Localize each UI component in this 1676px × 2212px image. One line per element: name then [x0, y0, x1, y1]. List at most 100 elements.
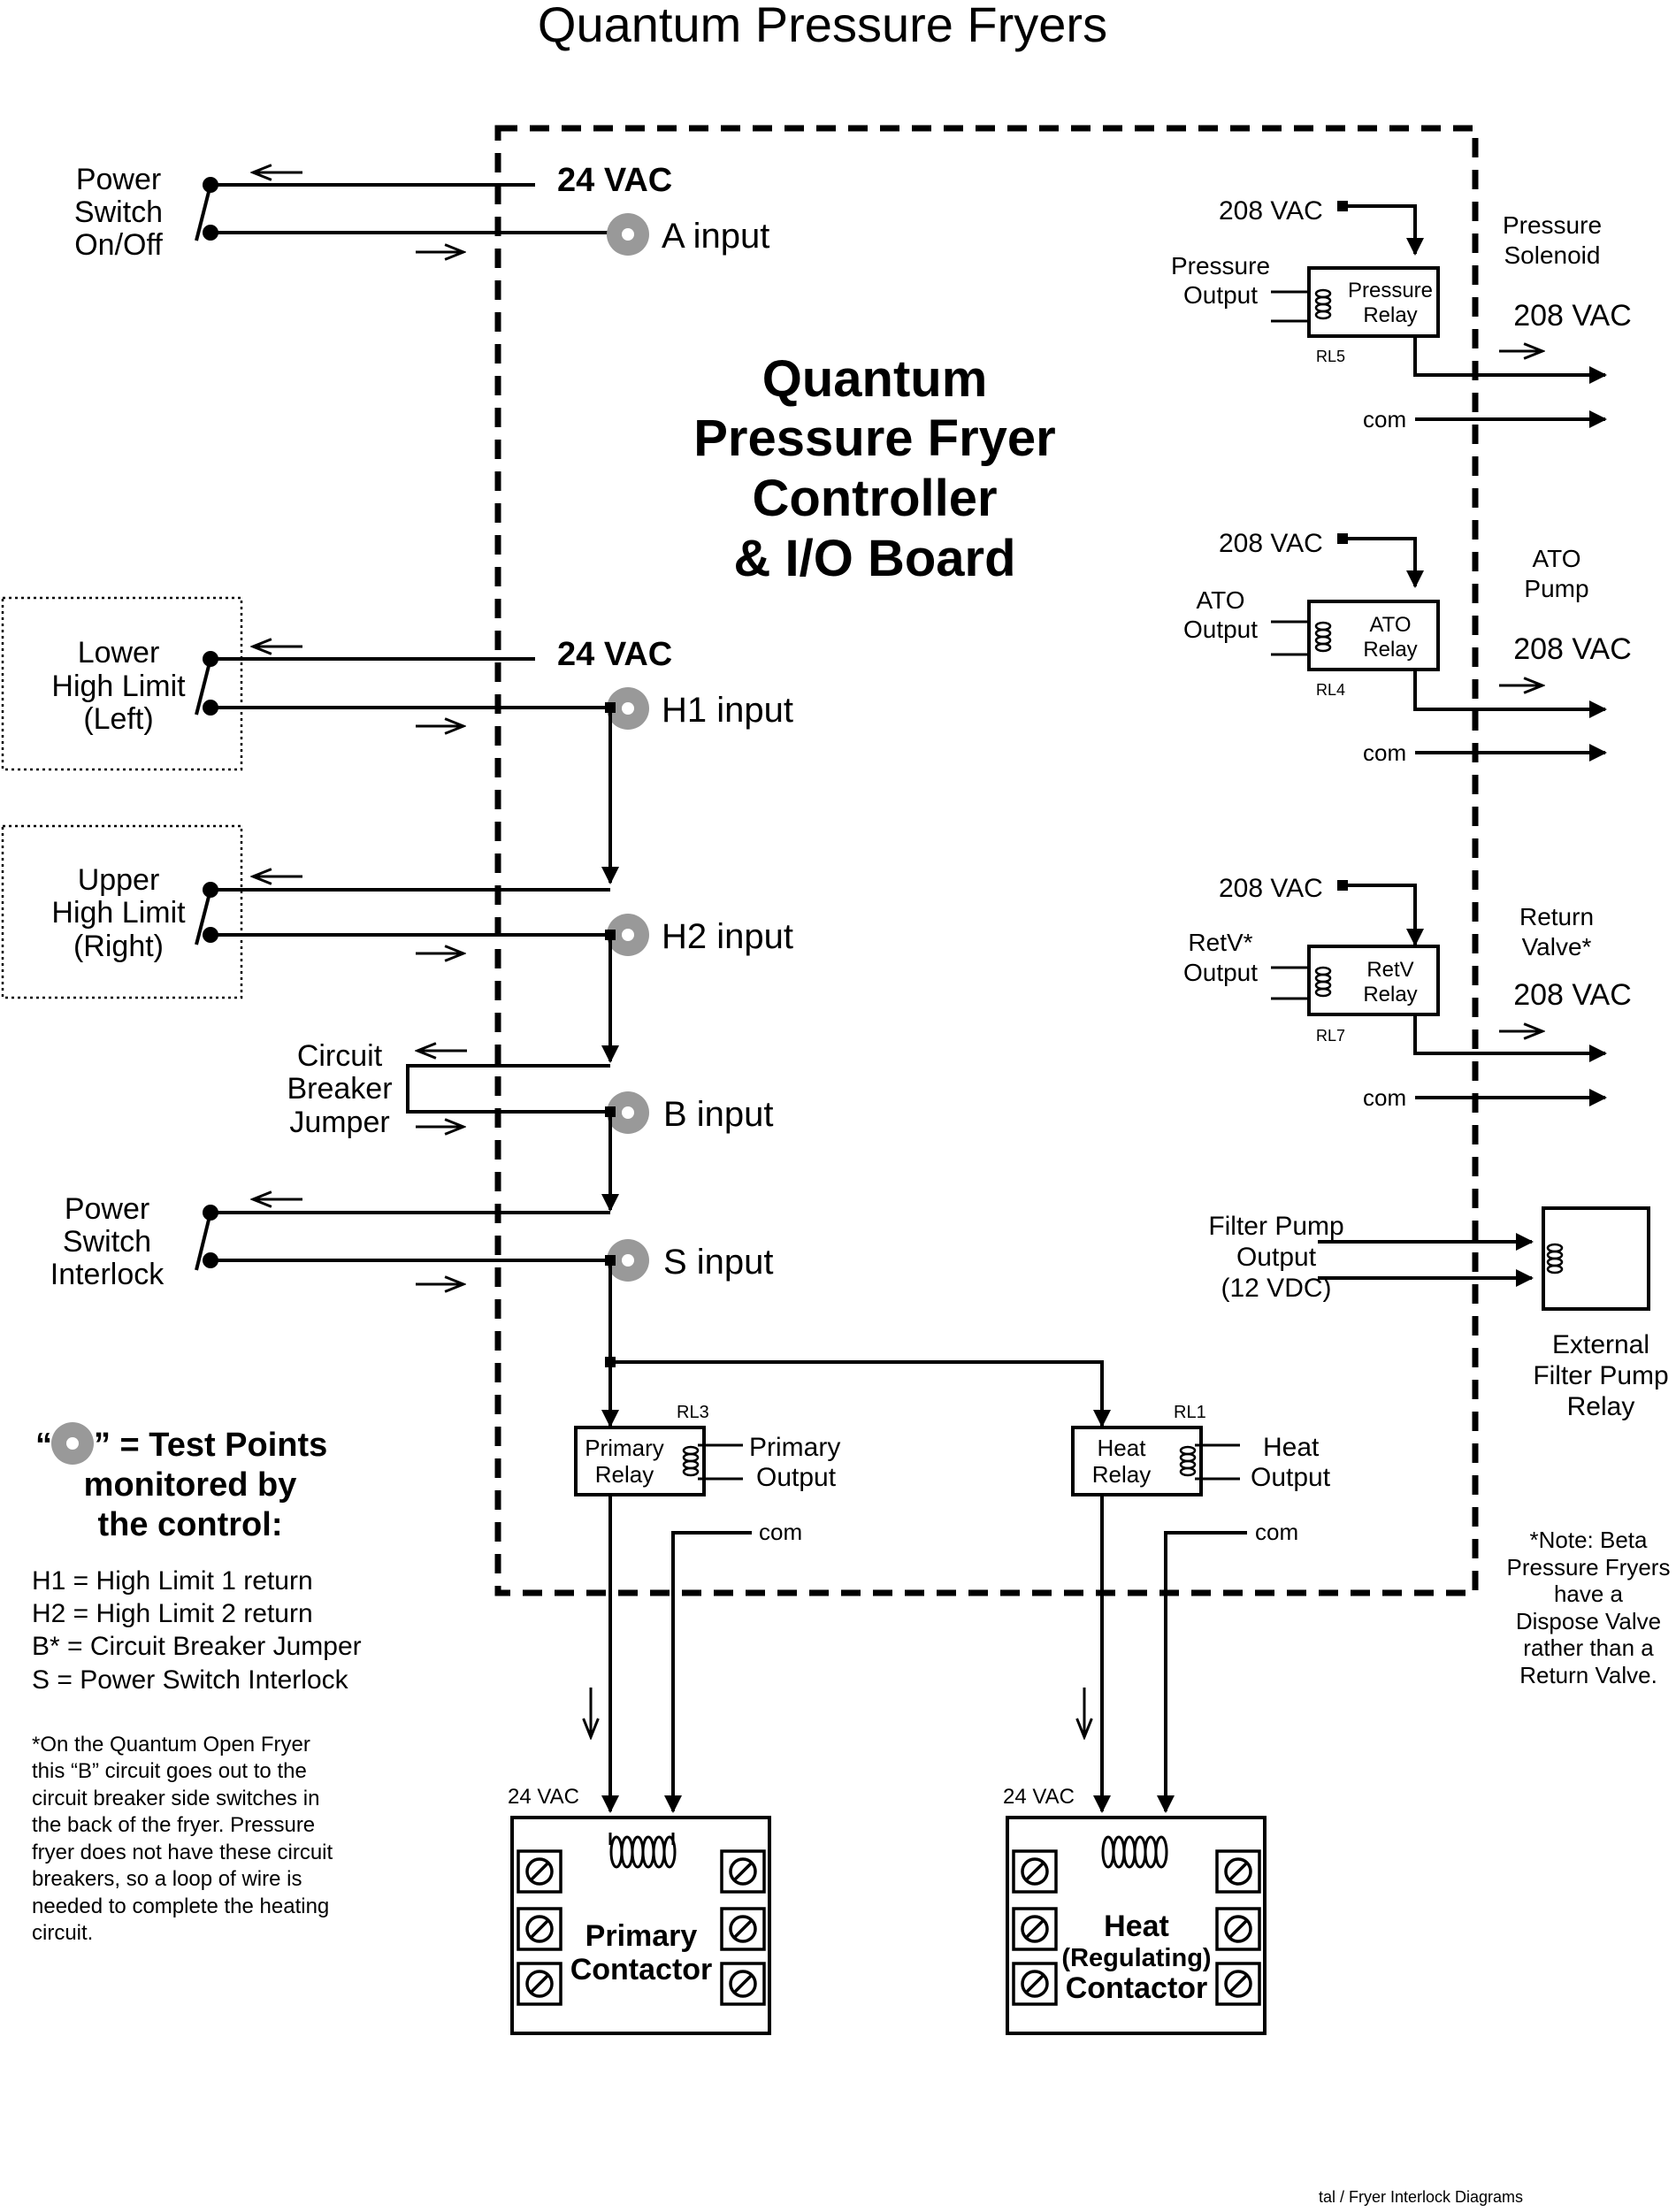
primary-contactor: 24 VAC Primary Contactor: [508, 1785, 771, 2035]
legend-item-h2: H2 = High Limit 2 return: [32, 1599, 313, 1628]
pressure-output-label-2: Output: [1183, 281, 1258, 309]
beta-note-line-3: have a: [1554, 1581, 1624, 1607]
s-input-label: S input: [663, 1243, 774, 1282]
controller-title-line-1: Quantum: [762, 350, 988, 408]
open-fryer-note-line-3: circuit breaker side switches in: [32, 1787, 319, 1810]
retv-relay-label-2: Relay: [1363, 983, 1417, 1006]
external-relay-label-1: External: [1552, 1330, 1649, 1359]
controller-title-line-2: Pressure Fryer: [693, 409, 1055, 467]
retv-output-label-1: RetV*: [1188, 929, 1252, 956]
legend-item-s: S = Power Switch Interlock: [32, 1665, 349, 1695]
controller-title: Quantum Pressure Fryer Controller & I/O …: [693, 350, 1055, 587]
cb-jumper-label-2: Breaker: [287, 1072, 392, 1106]
retv-output-label-2: Output: [1183, 959, 1258, 986]
filter-pump-label-2: Output: [1236, 1243, 1317, 1272]
ato-load-label-1: ATO: [1533, 545, 1581, 572]
retv-relay-label-1: RetV: [1366, 958, 1413, 982]
ato-relay-label-2: Relay: [1363, 638, 1417, 662]
retv-load-vac: 208 VAC: [1513, 978, 1632, 1012]
beta-note-line-2: Pressure Fryers: [1507, 1554, 1671, 1581]
heat-contactor: 24 VAC Heat (Regulating) Contactor: [1003, 1785, 1267, 2035]
primary-com-label: com: [759, 1519, 802, 1545]
heat-com-label: com: [1255, 1519, 1298, 1545]
vac24-mid-label: 24 VAC: [557, 636, 672, 673]
legend-test-points-line-2: monitored by: [84, 1466, 297, 1504]
test-point-legend: “ ” = Test Points monitored by the contr…: [32, 1422, 362, 1695]
open-fryer-note-line-6: breakers, so a loop of wire is: [32, 1867, 302, 1891]
heat-output-label-1: Heat: [1263, 1433, 1320, 1462]
lower-high-limit-label-3: (Left): [83, 702, 153, 736]
heat-relay: Heat Relay RL1 Heat Output com: [1071, 1403, 1331, 1545]
open-fryer-note-line-5: fryer does not have these circuit: [32, 1841, 333, 1864]
ato-load-label-2: Pump: [1524, 575, 1588, 602]
beta-note-line-1: *Note: Beta: [1530, 1527, 1649, 1553]
power-switch-on-off: Power Switch On/Off 24 VAC A input: [74, 162, 769, 262]
heat-relay-label-2: Relay: [1092, 1461, 1151, 1488]
pressure-relay-label-1: Pressure: [1348, 279, 1433, 302]
legend-item-b: B* = Circuit Breaker Jumper: [32, 1632, 362, 1661]
beta-note-line-6: Return Valve.: [1519, 1662, 1657, 1688]
pressure-relay: 208 VAC Pressure Output Pressure Relay R…: [1171, 196, 1632, 432]
heat-relay-id: RL1: [1174, 1403, 1206, 1422]
cb-jumper-label-1: Circuit: [297, 1039, 383, 1073]
ato-load-vac: 208 VAC: [1513, 632, 1632, 666]
external-relay-label-2: Filter Pump: [1533, 1361, 1668, 1390]
retv-relay: 208 VAC RetV* Output RetV Relay RL7 com …: [1183, 874, 1632, 1111]
lower-high-limit-switch: Lower High Limit (Left) 24 VAC H1 input: [1, 596, 793, 771]
primary-contactor-label-1: Primary: [585, 1919, 698, 1953]
retv-load-label-1: Return: [1519, 903, 1594, 930]
power-switch-label-1: Power: [76, 163, 161, 196]
pressure-output-label-1: Pressure: [1171, 252, 1270, 279]
b-input-label: B input: [663, 1095, 774, 1134]
ato-supply-label: 208 VAC: [1219, 529, 1323, 558]
heat-contactor-label-1: Heat: [1104, 1910, 1169, 1943]
circuit-breaker-jumper: Circuit Breaker Jumper B input: [287, 1039, 773, 1139]
lower-high-limit-label-2: High Limit: [51, 670, 186, 703]
vac24-top-label: 24 VAC: [557, 162, 672, 199]
upper-high-limit-label-2: High Limit: [51, 896, 186, 930]
open-fryer-note-line-4: the back of the fryer. Pressure: [32, 1813, 315, 1837]
heat-contactor-label-3: Contactor: [1066, 1971, 1208, 2005]
interlock-label-3: Interlock: [50, 1258, 165, 1291]
lower-high-limit-label-1: Lower: [78, 636, 160, 670]
heat-output-label-2: Output: [1251, 1463, 1331, 1492]
controller-title-line-4: & I/O Board: [733, 530, 1015, 587]
open-fryer-note-line-2: this “B” circuit goes out to the: [32, 1759, 307, 1783]
ato-com-label: com: [1363, 739, 1406, 766]
retv-com-label: com: [1363, 1084, 1406, 1111]
external-relay-label-3: Relay: [1567, 1392, 1635, 1421]
legend-test-points-line-1: ” = Test Points: [94, 1427, 327, 1464]
open-fryer-note-line-1: *On the Quantum Open Fryer: [32, 1733, 310, 1757]
beta-note-line-5: rather than a: [1523, 1634, 1654, 1661]
primary-contactor-supply: 24 VAC: [508, 1785, 579, 1809]
ato-relay-label-1: ATO: [1369, 613, 1411, 637]
filter-pump-output: Filter Pump Output (12 VDC) External Fil…: [1208, 1206, 1669, 1421]
pressure-com-label: com: [1363, 406, 1406, 432]
legend-test-points-line-3: the control:: [98, 1506, 283, 1543]
power-switch-label-2: Switch: [74, 195, 163, 229]
primary-contactor-label-2: Contactor: [570, 1953, 713, 1986]
upper-high-limit-label-1: Upper: [78, 863, 160, 897]
legend-item-h1: H1 = High Limit 1 return: [32, 1566, 313, 1596]
ato-relay: 208 VAC ATO Output ATO Relay RL4 com ATO…: [1183, 529, 1632, 766]
open-fryer-note-line-7: needed to complete the heating: [32, 1894, 329, 1918]
pressure-load-vac: 208 VAC: [1513, 299, 1632, 333]
open-fryer-note-line-8: circuit.: [32, 1921, 93, 1945]
heat-relay-label-1: Heat: [1098, 1435, 1147, 1461]
primary-output-label-1: Primary: [749, 1433, 840, 1462]
power-switch-label-3: On/Off: [74, 228, 163, 262]
primary-relay-label-2: Relay: [595, 1461, 654, 1488]
page-title: Quantum Pressure Fryers: [538, 0, 1107, 52]
cb-jumper-label-3: Jumper: [289, 1106, 389, 1139]
test-point-a: [607, 213, 649, 256]
legend-open-quote: “: [35, 1427, 52, 1464]
legend-test-point-icon: [51, 1422, 94, 1465]
heat-contactor-supply: 24 VAC: [1003, 1785, 1075, 1809]
heat-contactor-label-2: (Regulating): [1061, 1944, 1211, 1972]
ato-output-label-1: ATO: [1197, 586, 1245, 614]
primary-relay-label-1: Primary: [585, 1435, 664, 1461]
retv-relay-id: RL7: [1316, 1027, 1345, 1045]
retv-supply-label: 208 VAC: [1219, 874, 1323, 903]
power-switch-interlock: Power Switch Interlock S input: [50, 1192, 774, 1291]
